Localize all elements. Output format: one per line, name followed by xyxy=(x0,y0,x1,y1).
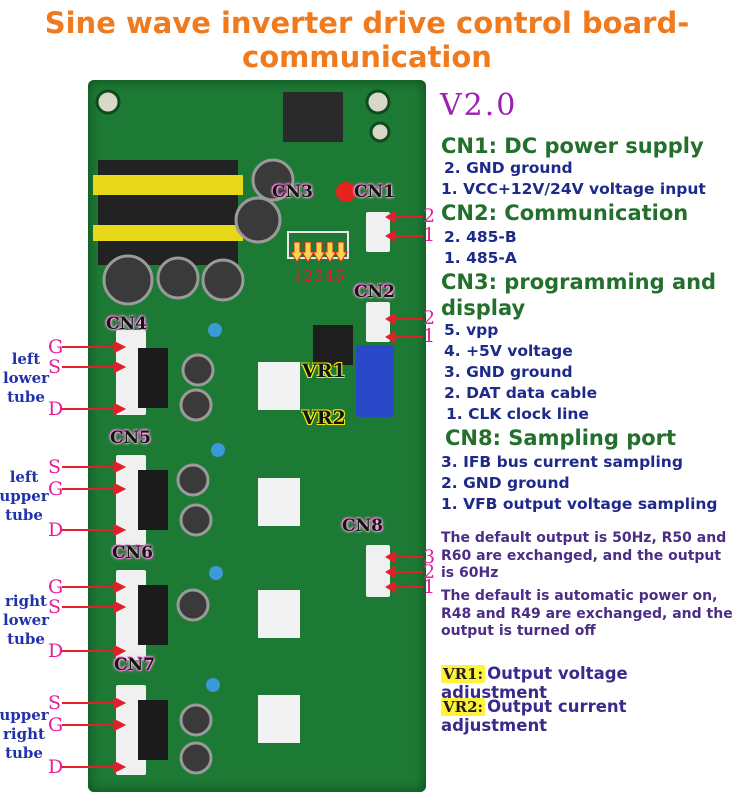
optocoupler xyxy=(258,695,300,743)
vr1-adjustment: VR1:Output voltage adjustment xyxy=(441,664,734,702)
cn8-pin-3: 3 xyxy=(423,546,436,568)
cn2-connector xyxy=(366,302,390,342)
capacitor xyxy=(179,388,213,422)
cn2-header: CN2: Communication xyxy=(441,201,689,225)
tube4-pin-g: G xyxy=(48,714,64,736)
cn1-connector xyxy=(366,212,390,252)
cn6-label: CN6 xyxy=(112,543,153,563)
cn1-item-2: 2. GND ground xyxy=(444,159,573,177)
vr2-tag: VR2: xyxy=(441,698,486,716)
mount-hole xyxy=(95,89,121,115)
cn2-item-2: 2. 485-B xyxy=(444,228,517,246)
capacitor xyxy=(176,463,210,497)
mount-hole xyxy=(365,89,391,115)
note-default-output: The default output is 50Hz, R50 and R60 … xyxy=(441,530,727,581)
tube-label-left-upper: left upper tube xyxy=(0,468,49,524)
tube3-pin-d: D xyxy=(48,640,64,662)
tube2-pin-g: G xyxy=(48,478,64,500)
regulator-ic xyxy=(283,92,343,142)
mosfet xyxy=(138,348,168,408)
page-title: Sine wave inverter drive control board- xyxy=(44,6,690,40)
page-title-line2: communication xyxy=(242,40,492,74)
left-pin-arrows xyxy=(62,340,127,774)
capacitor xyxy=(176,588,210,622)
cn1-header: CN1: DC power supply xyxy=(441,134,704,158)
cn3-item-5: 5. vpp xyxy=(444,321,499,339)
cn3-label: CN3 xyxy=(272,182,313,202)
capacitor xyxy=(179,741,213,775)
tube-label-right-lower: right lower tube xyxy=(2,592,50,648)
cn1-label: CN1 xyxy=(354,182,395,202)
version-label: V2.0 xyxy=(440,88,518,123)
cn3-pin-numbers: 12345 xyxy=(293,267,346,285)
vr2-label: VR2 xyxy=(302,407,346,429)
cn1-item-1: 1. VCC+12V/24V voltage input xyxy=(441,180,706,198)
capacitor xyxy=(234,196,282,244)
cn1-pin-2: 2 xyxy=(423,205,436,227)
led xyxy=(336,182,356,202)
tube1-pin-g: G xyxy=(48,336,64,358)
cn2-pin-1: 1 xyxy=(423,325,436,347)
cn8-item-3: 3. IFB bus current sampling xyxy=(441,453,683,471)
cn1-pin-1: 1 xyxy=(423,224,436,246)
capacitor xyxy=(201,258,245,302)
tube4-pin-d: D xyxy=(48,756,64,778)
cn2-pin-2: 2 xyxy=(423,307,436,329)
cn4-label: CN4 xyxy=(106,314,147,334)
cn8-connector xyxy=(366,545,390,597)
cn3-item-2: 2. DAT data cable xyxy=(444,384,598,402)
optocoupler xyxy=(258,590,300,638)
vr2-description: Output current adjustment xyxy=(441,697,627,735)
tube1-pin-d: D xyxy=(48,398,64,420)
pcb-components xyxy=(93,89,394,775)
tube-label-upper-right: upper right tube xyxy=(0,706,49,762)
capacitor xyxy=(102,254,154,306)
right-pin-arrows xyxy=(385,210,423,594)
tube-label-left-lower: left lower tube xyxy=(2,350,50,406)
mosfet xyxy=(138,700,168,760)
tube2-pin-s: S xyxy=(48,456,62,478)
mosfet xyxy=(138,470,168,530)
cn3-header-line2: display xyxy=(441,296,526,320)
capacitor xyxy=(181,353,215,387)
mcu-chip xyxy=(313,325,353,365)
tube2-pin-d: D xyxy=(48,519,64,541)
tube3-pin-g: G xyxy=(48,576,64,598)
capacitor xyxy=(179,703,213,737)
mosfet xyxy=(138,585,168,645)
optocoupler xyxy=(258,478,300,526)
mount-hole xyxy=(369,121,391,143)
optocoupler xyxy=(258,362,300,410)
cn3-item-1: 1. CLK clock line xyxy=(446,405,589,423)
vr1-tag: VR1: xyxy=(441,665,486,683)
vr1-description: Output voltage adjustment xyxy=(441,664,628,702)
cn8-pin-1: 1 xyxy=(423,576,436,598)
tube3-pin-s: S xyxy=(48,596,62,618)
cn3-pin-arrows xyxy=(290,242,348,263)
cn2-label: CN2 xyxy=(354,282,395,302)
cn5-label: CN5 xyxy=(110,428,151,448)
cn7-label: CN7 xyxy=(114,655,155,675)
capacitor xyxy=(156,256,200,300)
cn8-header: CN8: Sampling port xyxy=(445,426,677,450)
capacitor xyxy=(251,158,295,202)
note-default-power: The default is automatic power on, R48 a… xyxy=(441,588,733,639)
cn8-item-1: 1. VFB output voltage sampling xyxy=(441,495,718,513)
cn3-item-4: 4. +5V voltage xyxy=(444,342,573,360)
cn8-pin-2: 2 xyxy=(423,561,436,583)
vr2-adjustment: VR2:Output current adjustment xyxy=(441,697,734,735)
tube1-pin-s: S xyxy=(48,356,62,378)
cn3-header: CN3: programming and xyxy=(441,270,717,294)
cn3-item-3: 3. GND ground xyxy=(444,363,573,381)
cn2-item-1: 1. 485-A xyxy=(444,249,517,267)
tube4-pin-s: S xyxy=(48,692,62,714)
cn8-label: CN8 xyxy=(342,516,383,536)
vr1-label: VR1 xyxy=(302,360,346,382)
trimpot xyxy=(356,345,394,417)
capacitor xyxy=(179,503,213,537)
cn8-item-2: 2. GND ground xyxy=(441,474,570,492)
